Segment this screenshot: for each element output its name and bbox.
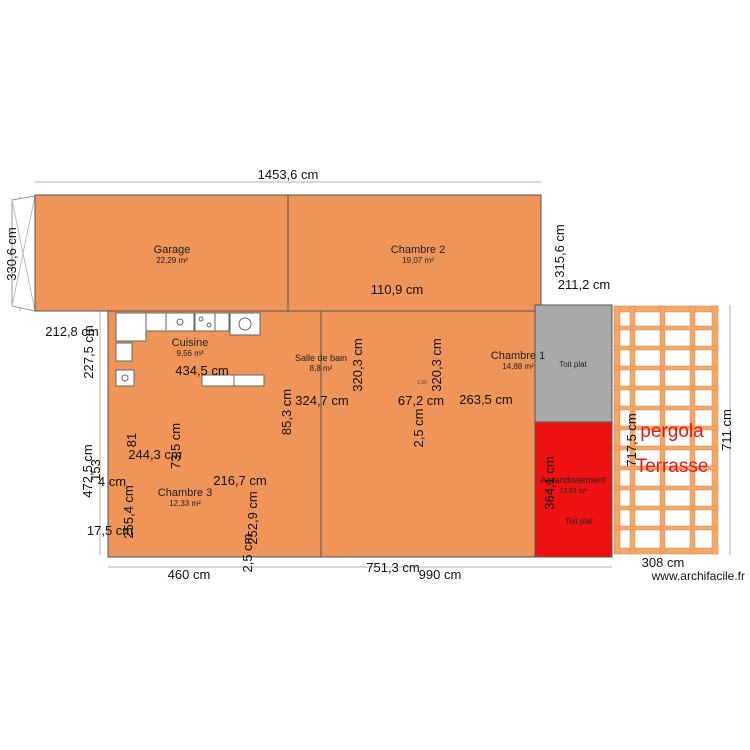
dim-mid: 110,9 cm: [371, 282, 424, 297]
cuisine-name: Cuisine: [172, 337, 209, 349]
dim-711: 711 cm: [719, 409, 734, 451]
chambre3-name: Chambre 3: [158, 487, 212, 499]
oven-icon: [115, 369, 135, 387]
dim-364: 364,1 cm: [542, 456, 557, 509]
dim-81: 81: [124, 433, 139, 447]
pergola-slat: [613, 525, 719, 531]
fridge-icon: [115, 312, 147, 342]
burner-icon: [198, 316, 204, 322]
kitchen-fixtures: [115, 312, 265, 387]
pergola-structure: [613, 305, 719, 555]
garage-name: Garage: [154, 244, 191, 256]
pergola-beam: [613, 547, 719, 555]
pergola-beam: [613, 305, 719, 313]
counter-icon: [214, 312, 230, 332]
room-chambre-1[interactable]: [320, 310, 536, 558]
pergola-slat: [613, 325, 719, 331]
dim-left-width: 212,8 cm: [45, 324, 98, 339]
pergola-slat: [613, 425, 719, 431]
chambre2-area: 19,07 m²: [402, 256, 434, 265]
annex-diagonal: [11, 199, 36, 312]
dim-252: 252,9 cm: [245, 491, 260, 544]
pergola-slat: [613, 345, 719, 351]
pergola-slat: [613, 405, 719, 411]
pergola-slat: [613, 505, 719, 511]
pergola-slat: [613, 385, 719, 391]
pergola-slat: [613, 445, 719, 451]
dim-4: 4 cm: [98, 474, 126, 489]
dim-227: 227,5 cm: [81, 325, 96, 378]
watermark: www.archifacile.fr: [651, 569, 745, 583]
pergola-slat: [613, 365, 719, 371]
dim-small: 1,66: [417, 380, 427, 386]
dim-216: 216,7 cm: [213, 473, 266, 488]
chambre1-area: 14,88 m²: [502, 362, 534, 371]
dim-434: 434,5 cm: [175, 363, 228, 378]
oven-dial-icon: [121, 374, 129, 382]
terrasse-label: Terrasse: [636, 456, 709, 477]
sink-icon: [165, 312, 195, 332]
dim-472: 472,5 cm: [80, 444, 95, 497]
agrandissement-name: Agrandissement: [540, 475, 606, 485]
room-toit-plat-top[interactable]: [534, 304, 613, 423]
dim-324: 324,7 cm: [295, 393, 348, 408]
dim-2-5-a: 2,5 cm: [411, 408, 426, 447]
dim-308: 308 cm: [642, 555, 685, 570]
chambre2-name: Chambre 2: [391, 244, 445, 256]
agrandissement-area: 13,93 m²: [559, 488, 587, 495]
dim-73: 73,5 cm: [168, 423, 183, 469]
dim-460: 460 cm: [168, 567, 211, 582]
room-chambre-2[interactable]: [287, 194, 542, 312]
dim-717: 717,5 cm: [624, 413, 639, 466]
burner-icon: [206, 322, 212, 328]
dim-ch1-vertical: 320,3 cm: [429, 338, 444, 391]
dim-sdb-vertical: 320,3 cm: [350, 338, 365, 391]
sink-drain-icon: [176, 318, 184, 326]
pergola-slat: [613, 465, 719, 471]
dim-right-height: 315,6 cm: [552, 224, 567, 277]
chambre3-area: 12,33 m²: [169, 499, 201, 508]
counter-icon: [233, 374, 265, 387]
plate-icon: [238, 317, 252, 331]
room-agrandissement[interactable]: [534, 421, 613, 558]
pergola-slat: [613, 485, 719, 491]
dim-right-width: 211,2 cm: [558, 277, 611, 292]
sdb-name: Salle de bain: [295, 353, 347, 363]
dim-244: 244,3 cm: [128, 447, 181, 462]
dim-263: 263,5 cm: [459, 392, 512, 407]
toit-plat-bottom-name: Toit plat: [565, 517, 593, 526]
table-icon: [229, 312, 261, 336]
dim-67: 67,2 cm: [398, 393, 444, 408]
dim-255: 255,4 cm: [121, 485, 136, 538]
dim-garage-height: 330,6 cm: [4, 227, 19, 280]
washer-icon: [115, 342, 133, 362]
room-garage[interactable]: [34, 194, 289, 312]
dim-751: 751,3 cm: [366, 560, 419, 575]
dim-17-5: 17,5 cm: [87, 523, 133, 538]
counter-icon: [145, 312, 167, 332]
dim-2-5-b: 2,5 cm: [240, 533, 255, 572]
dim-85: 85,3 cm: [279, 389, 294, 435]
toit-plat-top-name: Toit plat: [559, 360, 587, 369]
cuisine-area: 9,56 m²: [176, 349, 203, 358]
pergola-label: pergola: [640, 421, 704, 442]
dim-153: 153: [88, 459, 103, 481]
cooktop-icon: [194, 312, 216, 332]
dim-top: 1453,6 cm: [258, 167, 319, 182]
dim-990: 990 cm: [419, 567, 462, 582]
sdb-area: 8,8 m²: [310, 364, 333, 373]
chambre1-name: Chambre 1: [491, 350, 545, 362]
garage-area: 22,29 m²: [156, 256, 188, 265]
annex-diagonal-2: [11, 195, 36, 307]
